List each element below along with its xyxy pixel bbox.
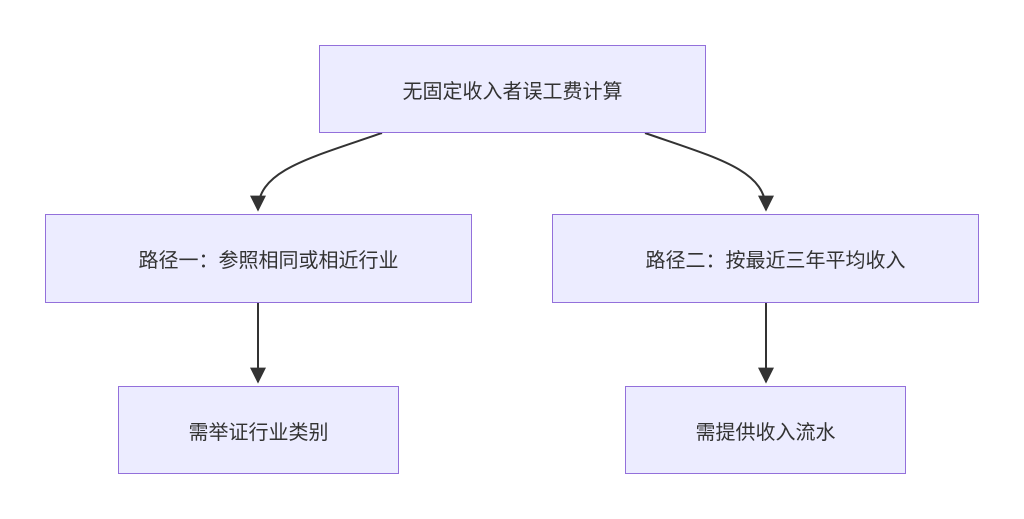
leaf1-node-label: 需举证行业类别 (188, 419, 329, 444)
path2-node: 路径二：按最近三年平均收入 (552, 214, 979, 303)
root-node-label: 无固定收入者误工费计算 (402, 78, 623, 103)
edge-root-to-path1 (250, 132, 383, 212)
path1-node: 路径一：参照相同或相近行业 (45, 214, 472, 303)
leaf2-node-label: 需提供收入流水 (695, 419, 836, 444)
path2-node-label: 路径二：按最近三年平均收入 (645, 248, 906, 272)
path1-node-label: 路径一：参照相同或相近行业 (138, 248, 399, 272)
edge-root-to-path2 (644, 132, 774, 212)
root-node: 无固定收入者误工费计算 (319, 45, 706, 133)
leaf1-node: 需举证行业类别 (118, 386, 399, 474)
leaf2-node: 需提供收入流水 (625, 386, 906, 474)
